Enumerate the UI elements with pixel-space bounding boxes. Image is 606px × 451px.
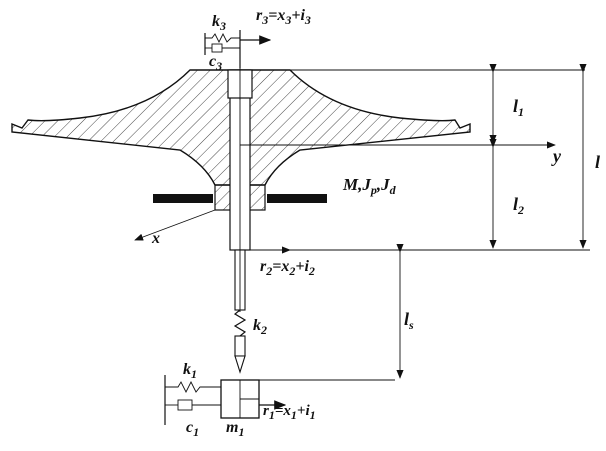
x-axis-arrow	[134, 209, 216, 241]
label-ls: ls	[404, 309, 414, 332]
bearing-plate-left	[153, 194, 213, 203]
label-r1: r1=x1+i1	[263, 403, 316, 422]
label-k3: k3	[212, 13, 226, 33]
bottom-spring-damper	[164, 375, 221, 425]
label-l2: l2	[513, 194, 524, 217]
label-k1: k1	[183, 361, 197, 381]
bearing-plate-right	[267, 194, 327, 203]
label-m1: m1	[226, 419, 244, 439]
label-c1: c1	[186, 419, 199, 439]
label-y-axis: y	[551, 146, 562, 166]
label-l: l	[595, 152, 600, 172]
label-c3: c3	[209, 53, 222, 73]
top-spring-damper	[204, 30, 241, 68]
label-x-axis: x	[151, 230, 160, 247]
label-r3: r3=x3+i3	[256, 7, 311, 27]
spring-k2	[233, 309, 247, 337]
label-mass-inertia: M,Jp,Jd	[342, 175, 397, 197]
label-l1: l1	[513, 96, 524, 119]
label-k2: k2	[253, 317, 267, 337]
label-r2: r2=x2+i2	[260, 258, 315, 278]
